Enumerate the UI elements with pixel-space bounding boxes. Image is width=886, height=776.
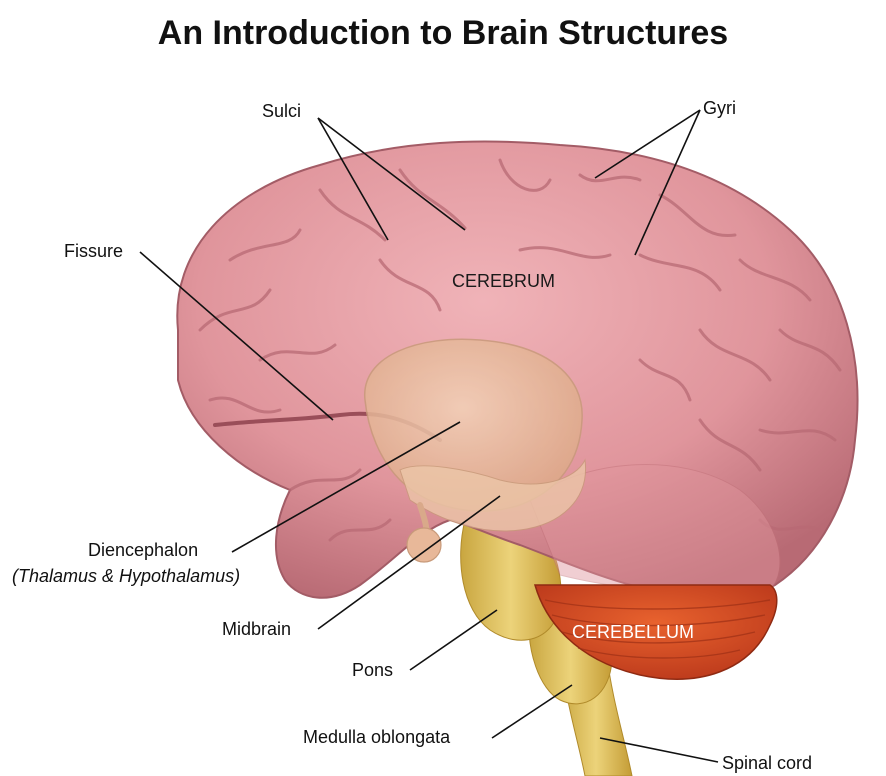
- fissure-leader: [139, 251, 334, 421]
- label-medulla: Medulla oblongata: [303, 727, 451, 747]
- spinal-cord-leader: [599, 737, 719, 763]
- label-pons: Pons: [352, 660, 394, 680]
- label-diencephalon: Diencephalon: [88, 540, 199, 560]
- midbrain-leader: [317, 495, 501, 630]
- page-title: An Introduction to Brain Structures: [157, 14, 729, 52]
- midbrain-shape: [399, 458, 587, 532]
- label-diencephalon-sub: (Thalamus & Hypothalamus): [12, 566, 241, 586]
- sulci-leader-2: [317, 117, 466, 231]
- label-sulci: Sulci: [262, 101, 302, 121]
- gyri-leader-1: [594, 109, 701, 179]
- label-spinal-cord: Spinal cord: [722, 753, 813, 773]
- pituitary-shape: [406, 527, 442, 563]
- diencephalon-leader: [231, 421, 461, 553]
- label-cerebellum: CEREBELLUM: [572, 622, 695, 642]
- medulla-leader: [491, 684, 573, 739]
- label-fissure: Fissure: [64, 241, 124, 261]
- label-gyri: Gyri: [703, 98, 736, 118]
- gyri-leader-2: [634, 109, 701, 256]
- label-cerebrum: CEREBRUM: [452, 271, 556, 291]
- sulci-leader-1: [317, 117, 389, 241]
- cerebellum-folia: [544, 599, 771, 659]
- label-midbrain: Midbrain: [222, 619, 292, 639]
- leader-lines: [139, 109, 719, 763]
- cerebrum-folds: [198, 158, 842, 542]
- pons-leader: [409, 609, 498, 671]
